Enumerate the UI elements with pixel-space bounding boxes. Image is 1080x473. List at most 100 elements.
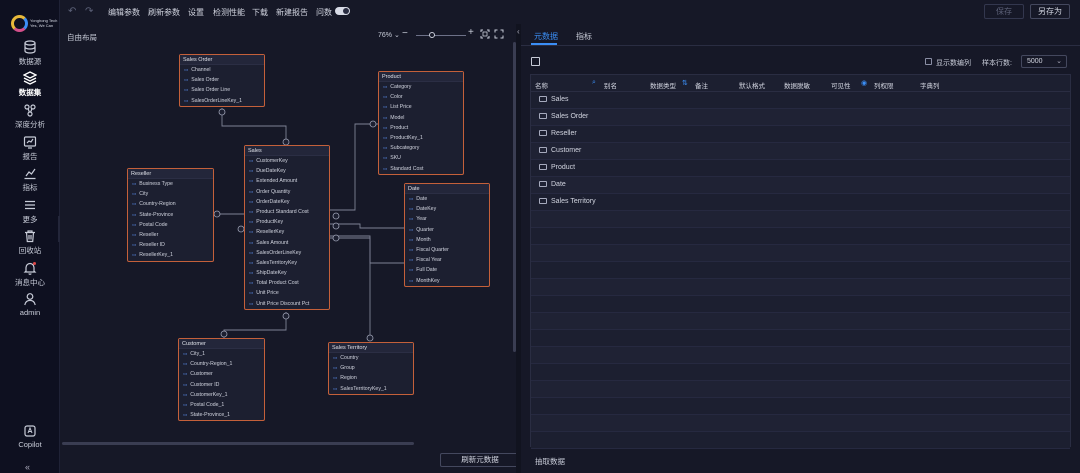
undo-icon[interactable]: ↶ [68,6,77,17]
table-field[interactable]: ▭Postal Code_1 [179,400,264,410]
table-field[interactable]: ▭Customer ID [179,380,264,390]
table-row[interactable]: Date [531,177,1070,194]
download-button[interactable]: 下载 [252,8,268,17]
sidebar-item-metric[interactable]: 指标 [0,166,60,196]
save-button[interactable]: 保存 [984,4,1024,19]
table-node-date[interactable]: Date▭Date▭DateKey▭Year▭Quarter▭Month▭Fis… [404,183,490,287]
zoom-level[interactable]: 76% ⌄ [378,32,400,39]
table-field[interactable]: ▭Unit Price [245,288,329,298]
fit-screen-icon[interactable] [480,29,490,39]
table-field[interactable]: ▭SalesTerritoryKey_1 [329,384,413,394]
table-field[interactable]: ▭List Price [379,102,463,112]
sidebar-item-more[interactable]: 更多 [0,198,60,228]
table-field[interactable]: ▭Subcategory [379,143,463,153]
table-field[interactable]: ▭Channel [180,65,264,75]
check-performance-button[interactable]: 检测性能 [213,8,245,17]
table-field[interactable]: ▭ProductKey [245,217,329,227]
table-field[interactable]: ▭Sales Amount [245,238,329,248]
table-field[interactable]: ▭OrderDateKey [245,197,329,207]
table-row[interactable]: Sales Territory [531,194,1070,211]
redo-icon[interactable]: ↷ [85,6,94,17]
table-field[interactable]: ▭Model [379,113,463,123]
table-row[interactable]: Customer [531,143,1070,160]
extract-data-link[interactable]: 抽取数据 [535,457,565,466]
table-field[interactable]: ▭Region [329,373,413,383]
table-field[interactable]: ▭Date [405,194,489,204]
table-row[interactable]: Sales Order [531,109,1070,126]
table-field[interactable]: ▭Product [379,123,463,133]
sidebar-item-report[interactable]: 报告 [0,135,60,165]
table-row[interactable]: Reseller [531,126,1070,143]
table-field[interactable]: ▭Year [405,214,489,224]
zoom-slider-handle[interactable] [429,32,435,38]
table-field[interactable]: ▭ResellerKey_1 [128,250,213,260]
sample-rows-select[interactable]: 5000⌄ [1021,55,1067,68]
table-field[interactable]: ▭Country-Region_1 [179,359,264,369]
refresh-metadata-button[interactable]: 刷新元数据 [440,453,520,467]
search-icon[interactable]: ⌕ [592,79,596,86]
table-field[interactable]: ▭Month [405,235,489,245]
table-field[interactable]: ▭State-Province [128,210,213,220]
sidebar-item-messages[interactable]: 消息中心 [0,261,60,291]
table-field[interactable]: ▭Business Type [128,179,213,189]
table-field[interactable]: ▭SalesOrderLineKey [245,248,329,258]
table-field[interactable]: ▭Reseller [128,230,213,240]
table-field[interactable]: ▭Quarter [405,225,489,235]
sidebar-item-user[interactable]: admin [0,292,60,322]
table-field[interactable]: ▭Group [329,363,413,373]
new-report-button[interactable]: 新建报告 [276,8,308,17]
image-icon[interactable] [531,57,540,66]
table-field[interactable]: ▭Order Quantity [245,187,329,197]
zoom-in-icon[interactable]: + [468,27,474,38]
table-field[interactable]: ▭Total Product Cost [245,278,329,288]
table-field[interactable]: ▭Country-Region [128,199,213,209]
table-field[interactable]: ▭Sales Order Line [180,85,264,95]
sidebar-item-trash[interactable]: 回收站 [0,229,60,259]
table-row[interactable]: Sales [531,92,1070,109]
table-row[interactable]: Product [531,160,1070,177]
copilot-button[interactable]: Copilot [0,424,60,454]
table-field[interactable]: ▭Customer [179,369,264,379]
table-field[interactable]: ▭Sales Order [180,75,264,85]
tab-metrics[interactable]: 指标 [576,32,592,41]
show-encoding-checkbox[interactable] [925,58,932,65]
table-node-product[interactable]: Product▭Category▭Color▭List Price▭Model▭… [378,71,464,175]
table-node-sales[interactable]: Sales▭CustomerKey▭DueDateKey▭Extended Am… [244,145,330,310]
canvas-horizontal-scrollbar[interactable] [62,442,414,445]
table-field[interactable]: ▭ResellerKey [245,227,329,237]
table-field[interactable]: ▭State-Province_1 [179,410,264,420]
table-node-reseller[interactable]: Reseller▭Business Type▭City▭Country-Regi… [127,168,214,262]
table-field[interactable]: ▭Fiscal Year [405,255,489,265]
table-field[interactable]: ▭SalesOrderLineKey_1 [180,96,264,106]
table-field[interactable]: ▭Full Date [405,265,489,275]
fullscreen-icon[interactable] [494,29,504,39]
save-as-button[interactable]: 另存为 [1030,4,1070,19]
filter-icon[interactable]: ⇅ [682,80,688,87]
zoom-slider[interactable] [416,35,466,36]
table-field[interactable]: ▭City [128,189,213,199]
table-node-customer[interactable]: Customer▭City_1▭Country-Region_1▭Custome… [178,338,265,422]
eye-icon[interactable]: ◉ [861,80,868,87]
ask-data-toggle[interactable] [335,7,350,15]
sidebar-item-analysis[interactable]: 深度分析 [0,103,60,133]
table-field[interactable]: ▭DueDateKey [245,166,329,176]
table-field[interactable]: ▭Color [379,92,463,102]
refresh-params-button[interactable]: 刷新参数 [148,8,180,17]
table-field[interactable]: ▭Unit Price Discount Pct [245,299,329,309]
sidebar-collapse-icon[interactable]: « [25,462,31,472]
table-field[interactable]: ▭Standard Cost [379,164,463,174]
table-field[interactable]: ▭Country [329,353,413,363]
table-field[interactable]: ▭MonthKey [405,276,489,286]
zoom-out-icon[interactable]: − [402,28,408,39]
table-field[interactable]: ▭SKU [379,153,463,163]
table-field[interactable]: ▭Postal Code [128,220,213,230]
table-field[interactable]: ▭CustomerKey [245,156,329,166]
table-field[interactable]: ▭Fiscal Quarter [405,245,489,255]
table-field[interactable]: ▭Extended Amount [245,176,329,186]
table-node-territory[interactable]: Sales Territory▭Country▭Group▭Region▭Sal… [328,342,414,395]
tab-metadata[interactable]: 元数据 [534,32,558,41]
table-node-salesorder[interactable]: Sales Order▭Channel▭Sales Order▭Sales Or… [179,54,265,107]
panel-divider[interactable] [516,24,521,473]
table-field[interactable]: ▭City_1 [179,349,264,359]
table-field[interactable]: ▭Product Standard Cost [245,207,329,217]
